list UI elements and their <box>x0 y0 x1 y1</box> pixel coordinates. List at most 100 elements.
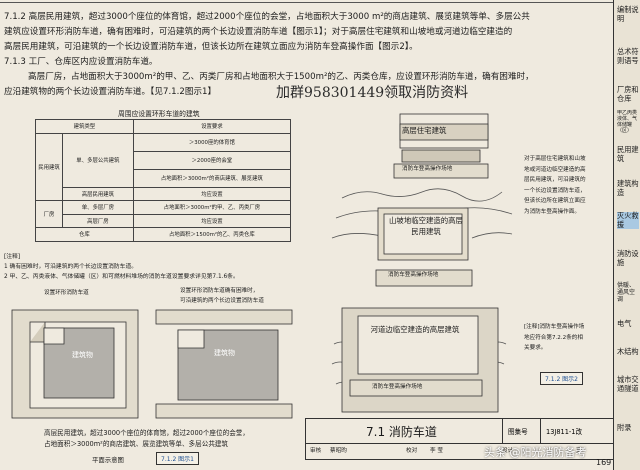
table-row: 厂房 单、多层厂房 占地面积＞3000m²的甲、乙、丙类厂房 <box>35 200 292 228</box>
design-label: 设计 <box>502 448 514 454</box>
fig2-desc-line: 层民用建筑，可沿建筑的 <box>524 177 586 183</box>
fig2-desc-line: 对于高层住宅建筑和山坡 <box>524 156 586 162</box>
check-label: 校对 <box>406 448 418 454</box>
fig1-tag: 7.1.2 图示1 <box>156 452 199 465</box>
watermark-text: 加群958301449领取消防资料 <box>276 85 469 101</box>
fig1-plan-label: 平面示意图 <box>92 456 124 464</box>
table-row: 高层民用建筑 均应设置 <box>36 186 292 201</box>
sidebar-tab-wood[interactable]: 木结构 <box>617 347 639 356</box>
footer-credit: 头条 @阳光消防备考 <box>484 446 587 459</box>
table-cell: 占地面积＞3000m²的商店建筑、展览建筑 <box>132 168 292 188</box>
table-cell-multi: 单、多层公共建筑 <box>62 132 134 188</box>
table-title: 周围应设置环形车道的建筑 <box>118 110 200 118</box>
table-cell: 均应设置 <box>132 213 292 228</box>
sidebar-tab-rescue[interactable]: 灭火救援 <box>617 211 639 230</box>
clause-7-1-2-line2: 建筑应设置环形消防车道，确有困难时，可沿建筑的两个长边设置消防车道【图示1】；对… <box>4 27 513 37</box>
fig2-platform-3: 消防车登高操作场地 <box>372 384 423 390</box>
fig2-label-high-res: 高层住宅建筑 <box>402 126 447 135</box>
clause-7-1-2: 7.1.2 高层民用建筑，超过3000个座位的体育馆，超过2000个座位的会堂，… <box>4 10 534 100</box>
clause-7-1-2-line3: 高层民用建筑，可沿建筑的一个长边设置消防车道，但该长边所在建筑立面应为消防车登高… <box>4 42 418 52</box>
fig2-desc-line: 为消防车登高操作面。 <box>524 208 580 215</box>
page-number: 169 <box>596 458 612 467</box>
table-cell: ＞3000座的体育馆 <box>132 132 292 152</box>
fig1-ring-road <box>11 309 139 419</box>
fig2-note-line: [注释]消防车登高操作场 <box>524 324 585 330</box>
fig2-note: [注释]消防车登高操作场 地应符合第7.2.2条的相 关要求。 <box>524 322 584 354</box>
sidebar-tab-appendix[interactable]: 附录 <box>617 423 632 432</box>
ring-road-table: 建筑类型 设置要求 民用建筑 单、多层公共建筑 ＞3000座的体育馆 ＞2000… <box>35 119 292 242</box>
table-cell-civil: 民用建筑 <box>35 132 63 201</box>
atlas-no-label: 图集号 <box>508 428 528 436</box>
title-block-divider <box>306 443 614 444</box>
atlas-no: 13J811-1改 <box>546 428 583 436</box>
table-cell-plant: 厂房 <box>35 200 63 228</box>
title-block-vline <box>502 419 503 443</box>
table-row: 仓库 占地面积＞1500m²的乙、丙类仓库 <box>35 227 292 242</box>
sidebar-tab-facilities[interactable]: 消防设施 <box>617 249 639 267</box>
table-row: 高层厂房 均应设置 <box>36 213 292 228</box>
fig2-description: 对于高层住宅建筑和山坡 地或河道边临空建造的高 层民用建筑，可沿建筑的 一个长边… <box>524 154 586 217</box>
page-label: 页 <box>576 448 582 454</box>
fig2-label-river: 河道边临空建造的高层建筑 <box>370 325 460 334</box>
fig2-desc-line: 地或河道边临空建造的高 <box>524 166 586 173</box>
checker-name: 李 莹 <box>430 448 443 454</box>
section-title: 7.1 消防车道 <box>366 425 437 439</box>
fig2-note-line: 关要求。 <box>524 345 547 351</box>
table-cell-multi-plant: 单、多层厂房 <box>62 200 134 215</box>
fig1-caption-1: 高层民用建筑，超过3000个座位的体育馆，超过2000个座位的会堂， <box>44 429 249 437</box>
fig1-caption: 高层民用建筑，超过3000个座位的体育馆，超过2000个座位的会堂， 占地面积＞… <box>44 428 249 450</box>
sidebar-tab-prep[interactable]: 编制说明 <box>617 5 639 23</box>
fig1-label-ring: 设置环形消防车道 <box>44 290 89 296</box>
fig2-platform-2: 消防车登高操作场地 <box>388 272 439 278</box>
table-cell: 占地面积＞1500m²的乙、丙类仓库 <box>132 227 292 242</box>
fig2-building-river <box>357 315 479 375</box>
table-row: 建筑类型 设置要求 <box>35 119 292 134</box>
table-header-req: 设置要求 <box>132 119 292 134</box>
table-cell-warehouse: 仓库 <box>35 227 134 242</box>
title-block-vline <box>540 419 541 443</box>
notes-head: [注释] <box>4 254 21 260</box>
clause-7-1-2-line1: 7.1.2 高层民用建筑，超过3000个座位的体育馆，超过2000个座位的会堂，… <box>4 12 530 22</box>
sidebar-tab-terms[interactable]: 总术符则语号 <box>617 47 639 65</box>
fig2-tag: 7.1.2 图示2 <box>540 372 583 385</box>
figure-1-drawing <box>11 309 293 419</box>
title-block: 7.1 消防车道 图集号 13J811-1改 审核 蔡昭昀 校对 李 莹 设计 … <box>305 418 615 460</box>
table-cell-high-plant: 高层厂房 <box>62 213 134 228</box>
reviewer-name: 蔡昭昀 <box>330 448 347 454</box>
fig2-platform-1: 消防车登高操作场地 <box>402 166 453 172</box>
table-cell: 均应设置 <box>132 186 292 201</box>
table-row: 占地面积＞3000m²的商店建筑、展览建筑 <box>36 168 292 188</box>
chapter-sidebar: 编制说明 总术符则语号 厂房和仓库 甲乙丙类液体、气体储罐（区） 民用建筑 建筑… <box>613 0 640 470</box>
clause-7-1-3: 7.1.3 工厂、仓库区内应设置消防车道。 <box>4 57 158 67</box>
fig1-label-two-side-1: 设置环形消防车道确有困难时， <box>180 288 259 294</box>
fig2-note-line: 地应符合第7.2.2条的相 <box>524 334 583 341</box>
review-label: 审核 <box>310 448 322 454</box>
sidebar-tab-electric[interactable]: 电气 <box>617 319 632 328</box>
fig1-caption-2: 占地面积＞3000m²的商店建筑、展览建筑等单、多层公共建筑 <box>44 440 229 448</box>
fig2-label-slope: 山坡地临空建造的高层民用建筑 <box>389 216 463 236</box>
notes-1: 1 确有困难时，可沿建筑的两个长边设置消防车道。 <box>4 264 138 270</box>
table-row: 民用建筑 单、多层公共建筑 ＞3000座的体育馆 <box>35 132 292 201</box>
fig1-two-side-road <box>155 309 293 419</box>
sidebar-tab-construct[interactable]: 建筑构造 <box>617 179 639 197</box>
fig2-desc-line: 但该长边所在建筑立面应 <box>524 198 586 204</box>
fig1-building-left: 建筑物 <box>72 351 93 359</box>
fig2-desc-line: 一个长边设置消防车道， <box>524 187 586 194</box>
table-cell-high-civil: 高层民用建筑 <box>62 186 134 201</box>
table-cell: ＞2000座的会堂 <box>132 150 292 170</box>
table-header-type: 建筑类型 <box>35 119 134 134</box>
sidebar-tab-plants[interactable]: 厂房和仓库 <box>617 85 639 103</box>
clause-7-1-3-line1: 高层厂房，占地面积大于3000m²的甲、乙、丙类厂房和占地面积大于1500m²的… <box>28 72 534 82</box>
fig1-building-right: 建筑物 <box>214 349 235 357</box>
sidebar-tab-tanks[interactable]: 甲乙丙类液体、气体储罐（区） <box>617 110 638 134</box>
table-cell: 占地面积＞3000m²的甲、乙、丙类厂房 <box>132 200 292 215</box>
notes-2: 2 甲、乙、丙类液体、气体储罐（区）和可燃材料堆场的消防车道设置要求详见第7.1… <box>4 274 239 280</box>
fig1-label-two-side-2: 可沿建筑的两个长边设置消防车道 <box>180 298 264 304</box>
sidebar-tab-civil[interactable]: 民用建筑 <box>617 145 639 163</box>
sidebar-tab-tunnel[interactable]: 城市交通隧道 <box>617 375 639 393</box>
sidebar-tab-hvac[interactable]: 供暖、通风空调 <box>617 282 636 303</box>
clause-7-1-3-line2: 应沿建筑物的两个长边设置消防车道。【见7.1.2图示1】 <box>4 87 217 97</box>
top-rule <box>0 2 613 3</box>
figure-2-drawing <box>331 113 513 413</box>
